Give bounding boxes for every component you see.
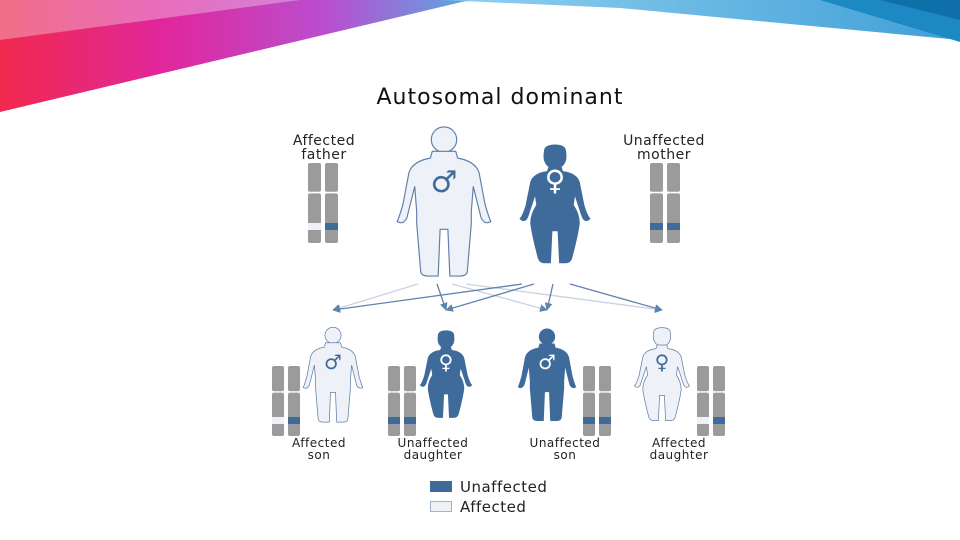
chromosome bbox=[288, 366, 300, 436]
allele-band bbox=[713, 417, 725, 424]
allele-band bbox=[325, 223, 338, 230]
child-figure-3: ♂ bbox=[518, 329, 576, 421]
child-2-chromosomes bbox=[388, 366, 416, 436]
child-figure-1-silhouette bbox=[303, 327, 363, 422]
allele-band bbox=[272, 417, 284, 424]
allele-band bbox=[599, 417, 611, 424]
allele-band bbox=[650, 223, 663, 230]
father-figure: ♂ bbox=[397, 127, 491, 276]
label-child-2: Unaffected daughter bbox=[376, 437, 490, 461]
inheritance-arrow bbox=[570, 284, 662, 310]
allele-band bbox=[388, 417, 400, 424]
allele-band bbox=[697, 417, 709, 424]
child-figure-2: ♀ bbox=[420, 331, 472, 418]
child-figure-2-silhouette bbox=[420, 331, 472, 418]
chromosome bbox=[404, 366, 416, 436]
female-symbol-icon: ♀ bbox=[545, 164, 566, 197]
chromosome bbox=[325, 163, 338, 243]
mother-figure-silhouette bbox=[520, 145, 590, 263]
label-child-3: Unaffected son bbox=[508, 437, 622, 461]
allele-band bbox=[308, 223, 321, 230]
child-3-chromosomes bbox=[583, 366, 611, 436]
inheritance-arrow bbox=[333, 284, 522, 310]
chromosome bbox=[713, 366, 725, 436]
inheritance-arrow bbox=[333, 284, 418, 310]
allele-band bbox=[404, 417, 416, 424]
label-unaffected-mother: Unaffected mother bbox=[600, 134, 728, 162]
mother-chromosomes bbox=[650, 163, 680, 243]
father-figure-silhouette bbox=[397, 127, 491, 276]
allele-band bbox=[583, 417, 595, 424]
male-symbol-icon: ♂ bbox=[538, 350, 556, 374]
figures-layer: ♂ ♀ ♂ ♀ ♂ ♀ bbox=[303, 127, 689, 422]
legend-label-unaffected: Unaffected bbox=[460, 478, 547, 496]
male-symbol-icon: ♂ bbox=[431, 165, 458, 200]
chromosome bbox=[272, 366, 284, 436]
chromosome bbox=[599, 366, 611, 436]
allele-band bbox=[288, 417, 300, 424]
label-child-4: Affected daughter bbox=[624, 437, 734, 461]
father-chromosomes bbox=[308, 163, 338, 243]
male-symbol-icon: ♂ bbox=[324, 350, 342, 374]
label-child-1: Affected son bbox=[266, 437, 372, 461]
child-4-chromosomes bbox=[697, 366, 725, 436]
chromosome bbox=[667, 163, 680, 243]
legend-swatch-affected bbox=[430, 501, 452, 512]
female-symbol-icon: ♀ bbox=[439, 350, 454, 374]
label-affected-father: Affected father bbox=[270, 134, 378, 162]
chromosome bbox=[388, 366, 400, 436]
legend-swatch-unaffected bbox=[430, 481, 452, 492]
child-figure-4-silhouette bbox=[634, 328, 689, 421]
female-symbol-icon: ♀ bbox=[655, 350, 670, 374]
allele-band bbox=[667, 223, 680, 230]
child-1-chromosomes bbox=[272, 366, 300, 436]
inheritance-arrows bbox=[333, 284, 662, 310]
chromosome bbox=[308, 163, 321, 243]
chromosome bbox=[697, 366, 709, 436]
mother-figure: ♀ bbox=[520, 145, 590, 263]
child-figure-1: ♂ bbox=[303, 327, 363, 422]
child-figure-4: ♀ bbox=[634, 328, 689, 421]
child-figure-3-silhouette bbox=[518, 329, 576, 421]
inheritance-arrow bbox=[547, 284, 553, 310]
inheritance-arrow bbox=[437, 284, 446, 310]
legend-label-affected: Affected bbox=[460, 498, 526, 516]
chromosome bbox=[650, 163, 663, 243]
chromosome bbox=[583, 366, 595, 436]
